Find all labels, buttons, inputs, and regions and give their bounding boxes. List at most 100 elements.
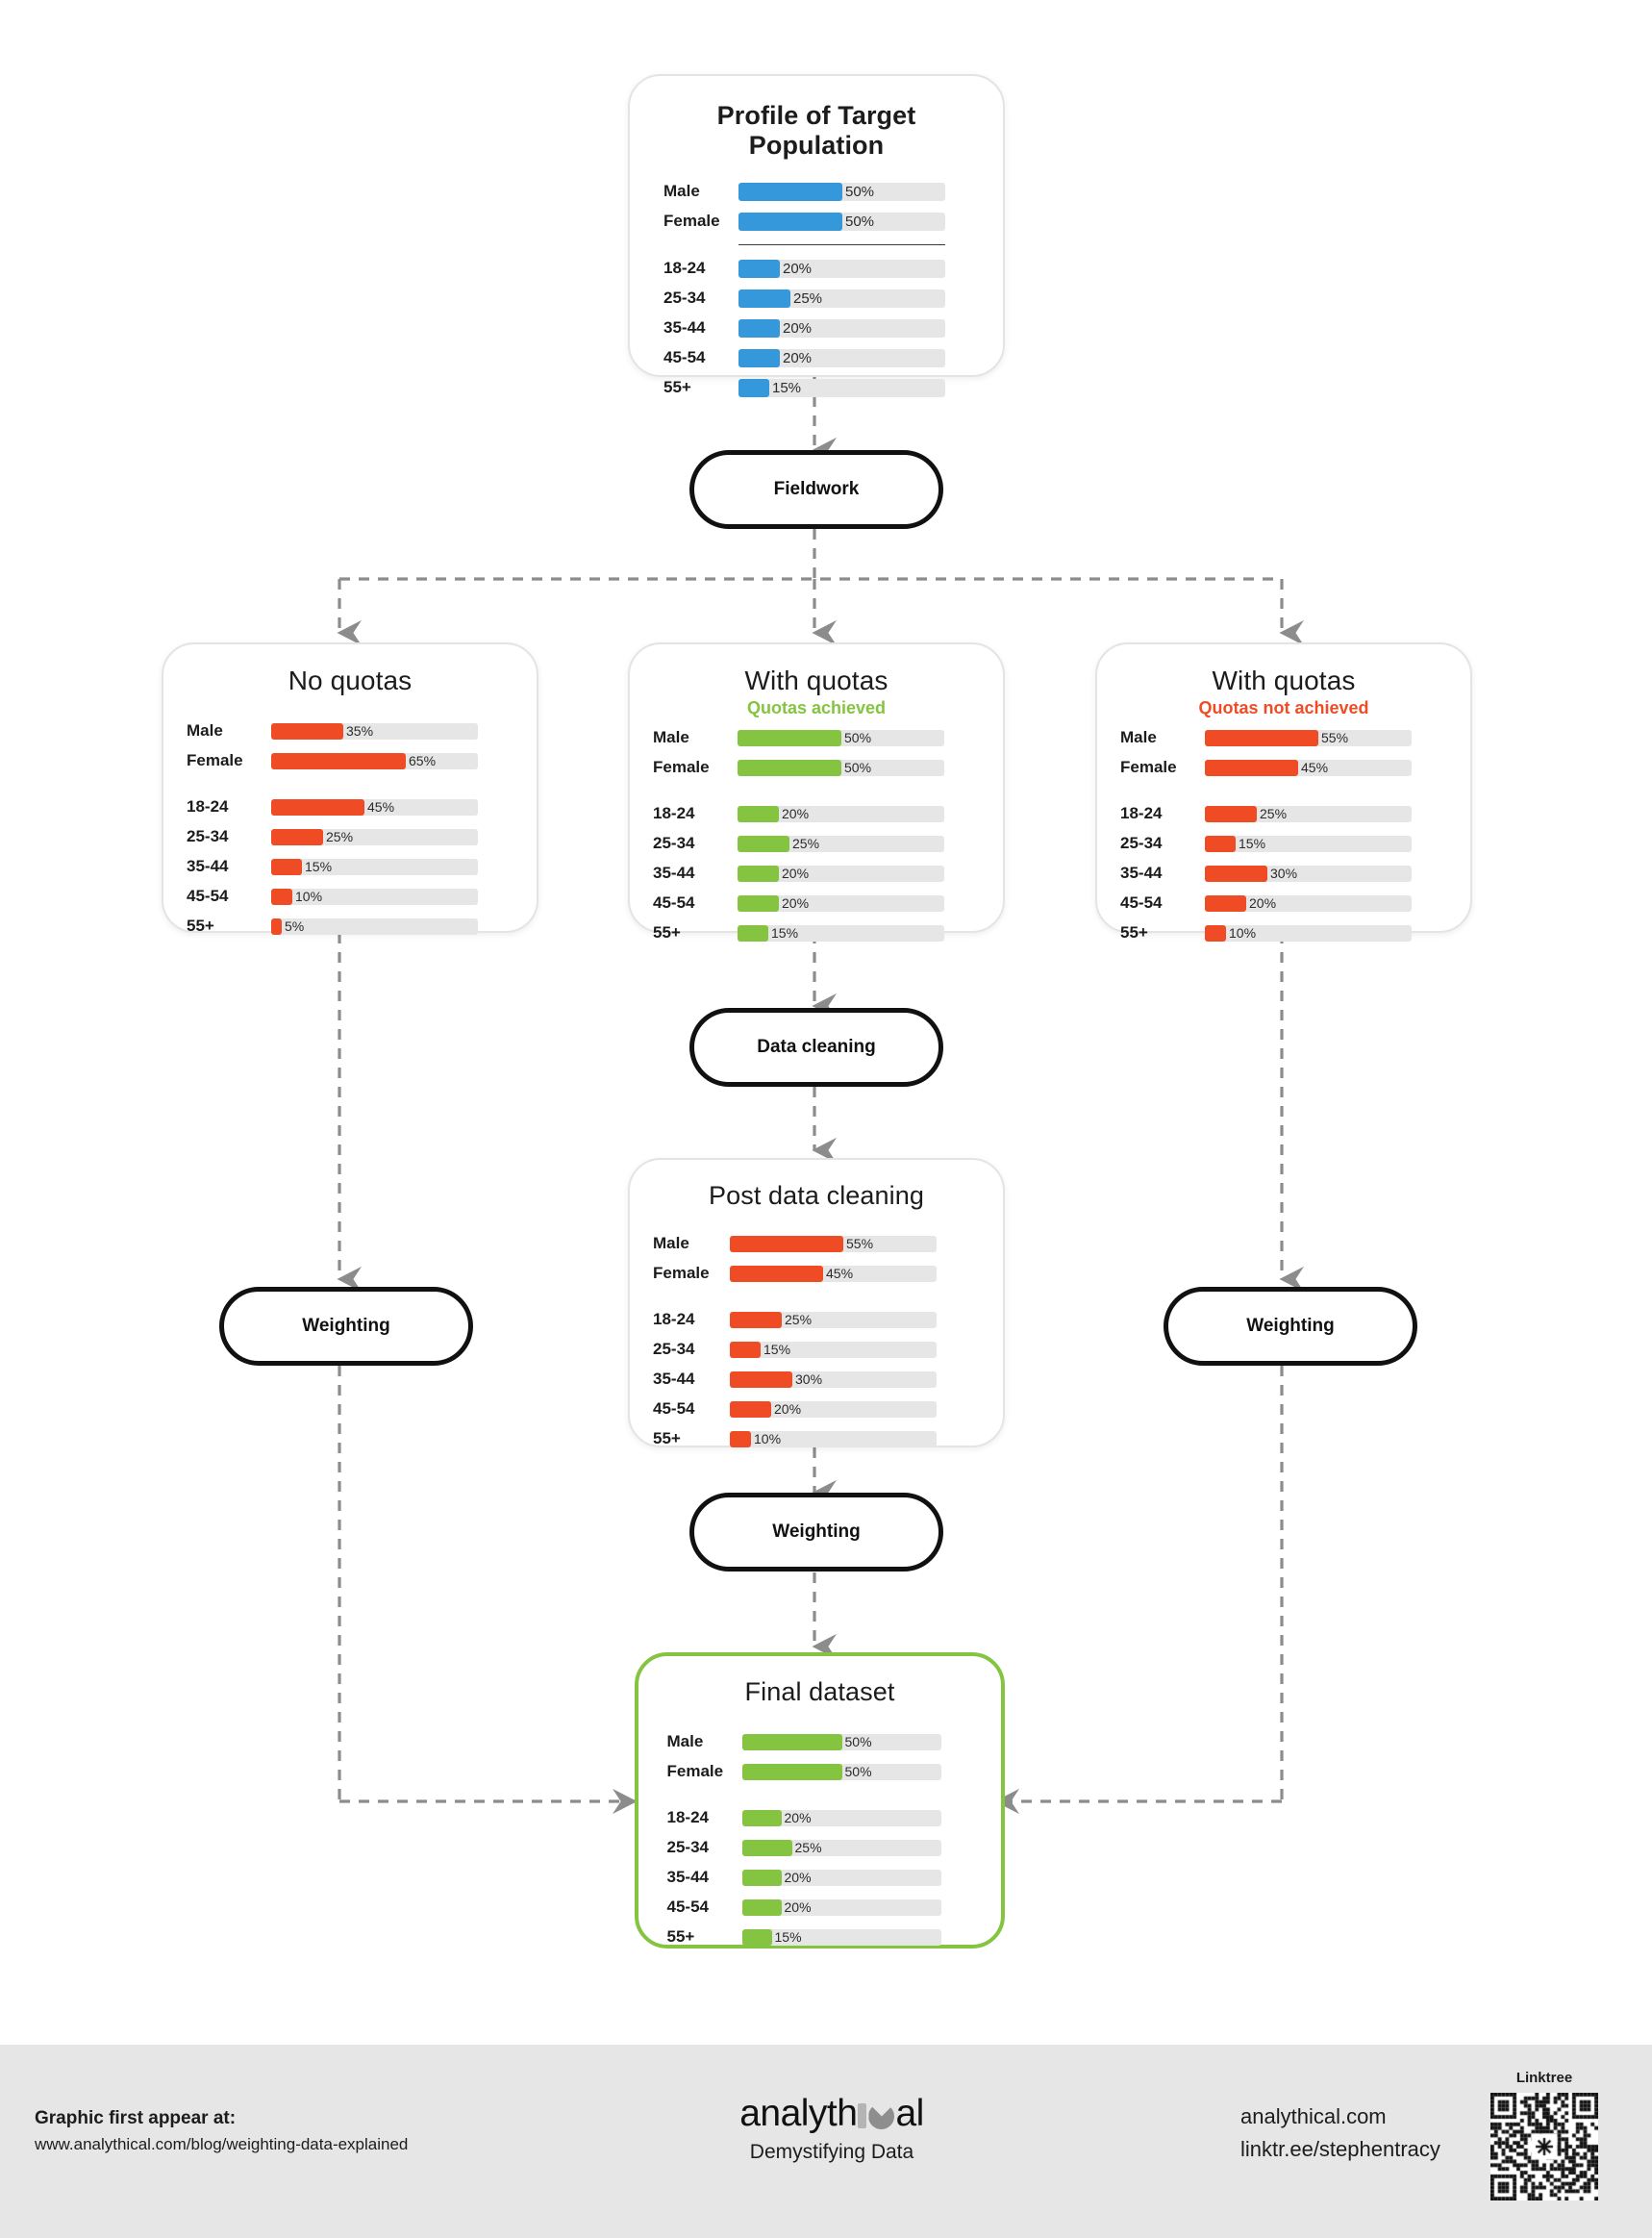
bar-row-label: Female <box>653 758 710 776</box>
bar-row: 55+15% <box>653 923 988 943</box>
bar-row-label: 45-54 <box>653 893 695 912</box>
bar-fill <box>730 1341 761 1358</box>
bar-value-label: 15% <box>772 379 802 396</box>
process-weighting-left-label: Weighting <box>302 1316 390 1336</box>
bar-row-label: 45-54 <box>1120 893 1163 912</box>
footer-credit-url[interactable]: www.analythical.com/blog/weighting-data-… <box>35 2135 409 2153</box>
bar-value-label: 25% <box>1260 806 1288 821</box>
bar-track: 50% <box>738 759 944 776</box>
bar-track: 20% <box>741 1869 941 1886</box>
process-weighting-left[interactable]: Weighting <box>219 1287 473 1366</box>
bar-track: 15% <box>730 1341 937 1358</box>
bar-row: 35-44 20% <box>653 864 988 883</box>
bar-fill <box>1205 894 1246 912</box>
bar-fill <box>738 378 769 397</box>
linktree-qr-label: Linktree <box>1515 2070 1573 2086</box>
bar-track: 50% <box>738 182 945 201</box>
footer-link-linktree[interactable]: linktr.ee/stephentracy <box>1240 2137 1440 2162</box>
footer-credit-title: Graphic first appear at: <box>35 2108 237 2128</box>
bar-track: 20% <box>738 865 944 882</box>
bar-track: 15% <box>271 858 478 875</box>
bar-track: 55% <box>730 1235 937 1252</box>
bar-track: 20% <box>738 348 945 367</box>
bar-value-label: 45% <box>1301 760 1329 775</box>
bar-track: 15% <box>741 1928 941 1946</box>
bar-row: 55+ 15% <box>667 1927 973 1947</box>
bar-fill <box>738 259 780 278</box>
qr-code-icon[interactable] <box>1490 2093 1598 2200</box>
bar-fill <box>741 1839 792 1856</box>
bar-track: 50% <box>738 212 945 231</box>
bar-value-label: 15% <box>305 859 333 874</box>
bar-track: 20% <box>1205 894 1412 912</box>
bar-track: 45% <box>730 1265 937 1282</box>
bar-row-label: 35-44 <box>653 864 695 882</box>
bar-value-label: 15% <box>763 1342 791 1357</box>
bar-row-label: 18-24 <box>187 797 229 816</box>
bar-row-label: 18-24 <box>663 259 706 277</box>
bar-fill <box>1205 924 1226 942</box>
bar-value-label: 10% <box>754 1431 782 1446</box>
bar-track: 15% <box>738 924 944 942</box>
bar-value-label: 20% <box>782 895 810 911</box>
bar-value-label: 30% <box>795 1371 823 1387</box>
bar-track: 25% <box>741 1839 941 1856</box>
bar-row: 55+15% <box>663 378 969 397</box>
bar-fill <box>271 798 364 816</box>
bar-fill <box>738 289 790 308</box>
bar-row: 45-54 20% <box>667 1898 973 1917</box>
bar-row-label: Female <box>653 1264 710 1282</box>
bar-fill <box>741 1899 782 1916</box>
bar-fill <box>741 1733 842 1750</box>
bar-value-label: 25% <box>785 1312 813 1327</box>
bar-fill <box>1205 865 1267 882</box>
card-title: No quotas <box>288 666 413 695</box>
bar-row-label: Female <box>187 751 243 769</box>
bar-value-label: 10% <box>1229 925 1257 941</box>
bar-row-label: Male <box>187 721 223 740</box>
bar-row-label: 55+ <box>666 1927 695 1946</box>
bar-fill <box>741 1809 782 1826</box>
bar-track: 25% <box>730 1311 937 1328</box>
bar-track: 10% <box>1205 924 1412 942</box>
process-weighting-center[interactable]: Weighting <box>689 1493 943 1572</box>
bar-value-label: 50% <box>844 760 872 775</box>
process-data-cleaning[interactable]: Data cleaning <box>689 1008 943 1087</box>
bar-value-label: 20% <box>774 1401 802 1417</box>
process-fieldwork[interactable]: Fieldwork <box>689 450 943 529</box>
bar-value-label: 55% <box>1321 730 1349 745</box>
bar-track: 20% <box>738 318 945 338</box>
bar-fill <box>738 835 789 852</box>
bar-track: 30% <box>730 1370 937 1388</box>
card-title: Profile of Target Population <box>716 101 916 160</box>
process-fieldwork-label: Fieldwork <box>773 479 860 499</box>
bar-row-label: 45-54 <box>666 1898 709 1916</box>
bar-value-label: 20% <box>784 1899 812 1915</box>
card-title: Post data cleaning <box>709 1181 924 1210</box>
bar-value-label: 20% <box>783 319 813 337</box>
footer-links: analythical.com linktr.ee/stephentracy <box>1240 2100 1440 2166</box>
process-weighting-right[interactable]: Weighting <box>1164 1287 1417 1366</box>
bar-row-label: 35-44 <box>663 318 706 337</box>
bar-track: 25% <box>1205 805 1412 822</box>
bar-fill <box>738 348 780 367</box>
footer-link-site[interactable]: analythical.com <box>1240 2104 1387 2128</box>
brand-logo-part2: al <box>895 2093 924 2134</box>
bar-fill <box>271 858 302 875</box>
bar-fill <box>271 722 343 740</box>
section-spacer <box>653 1294 988 1310</box>
